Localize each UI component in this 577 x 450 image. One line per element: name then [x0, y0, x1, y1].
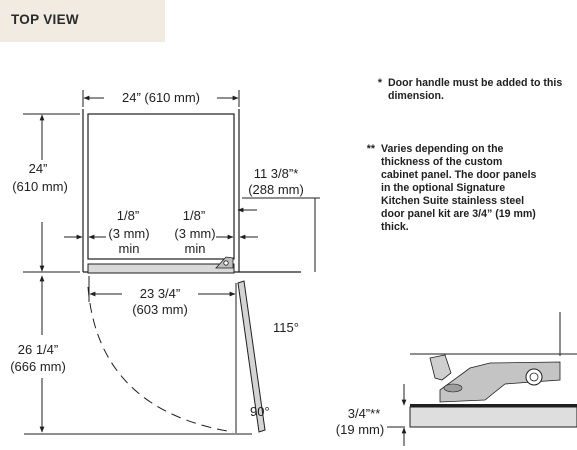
appliance-body	[87, 113, 235, 260]
dim-gap-right-1: 1/8”	[183, 208, 205, 223]
dimension-lines	[23, 90, 320, 435]
angle-115: 115°	[273, 320, 299, 335]
view-title: TOP VIEW	[11, 12, 79, 27]
note-handle: * Door handle must be added to this dime…	[378, 77, 576, 103]
door-panel	[87, 256, 235, 274]
dim-swing-depth-1: 26 1/4”	[18, 342, 58, 357]
dim-gap-left-2: (3 mm)	[108, 226, 149, 241]
dim-depth-left-1: 24”	[29, 161, 48, 176]
open-door	[235, 280, 266, 433]
note-handle-marker: *	[377, 77, 382, 89]
dim-gap-left-1: 1/8”	[117, 208, 139, 223]
dim-width-top: 24” (610 mm)	[122, 90, 200, 105]
dim-panel-thickness-1: 3/4”**	[348, 406, 381, 421]
dim-side-right-2: (288 mm)	[248, 182, 304, 197]
angle-90: 90°	[250, 404, 270, 419]
dim-door-width-1: 23 3/4”	[140, 286, 180, 301]
panel-detail-view	[387, 312, 577, 446]
dim-side-right-1: 11 3/8”*	[254, 166, 299, 181]
dim-gap-right-2: (3 mm)	[174, 226, 215, 241]
note-panel: ** Varies depending on the thickness of …	[367, 143, 541, 234]
note-panel-marker: **	[366, 143, 375, 155]
dim-gap-left-3: min	[119, 241, 140, 256]
dim-swing-depth-2: (666 mm)	[10, 359, 66, 374]
dim-gap-right-3: min	[185, 241, 206, 256]
note-handle-text: Door handle must be added to this dimens…	[388, 77, 563, 102]
dim-depth-left-2: (610 mm)	[12, 179, 68, 194]
note-panel-text: Varies depending on the thickness of the…	[381, 143, 537, 233]
dim-door-width-2: (603 mm)	[132, 302, 188, 317]
view-title-tab: TOP VIEW	[0, 0, 165, 42]
dim-panel-thickness-2: (19 mm)	[336, 422, 384, 437]
